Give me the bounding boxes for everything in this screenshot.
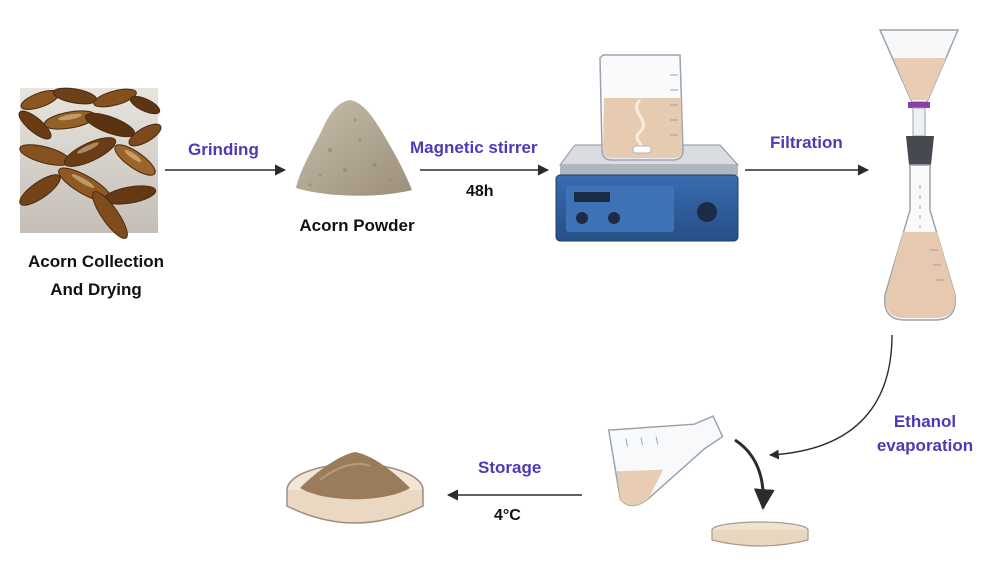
filtration-setup [878,29,960,321]
acorn-collection-label: Acorn Collection And Drying [8,248,184,304]
acorn-powder-heap [296,100,412,196]
collection-dish [711,521,809,547]
acorn-photo [18,87,162,239]
stirring-duration-label: 48h [466,183,494,200]
acorn-powder-label: Acorn Powder [299,216,415,235]
arrow-ethanol-evaporation [769,334,893,460]
magnetic-stirrer-label: Magnetic stirrer [410,138,538,157]
ethanol-evaporation-label: Ethanol evaporation [870,410,980,458]
acorn-collection-label-line1: Acorn Collection [27,252,164,271]
storage-label: Storage [478,458,542,477]
ethanol-evaporation-label-line2: evaporation [876,436,974,455]
magnetic-stirrer [555,54,740,242]
storage-petri-dish [286,452,424,524]
ethanol-evaporation-label-line1: Ethanol [893,412,957,431]
grinding-label: Grinding [188,140,259,159]
storage-temperature-label: 4°C [494,507,521,524]
arrow-pour [734,438,775,511]
evaporation-flask [607,415,724,507]
filtration-label: Filtration [770,133,843,152]
acorn-collection-label-line2: And Drying [50,280,142,299]
